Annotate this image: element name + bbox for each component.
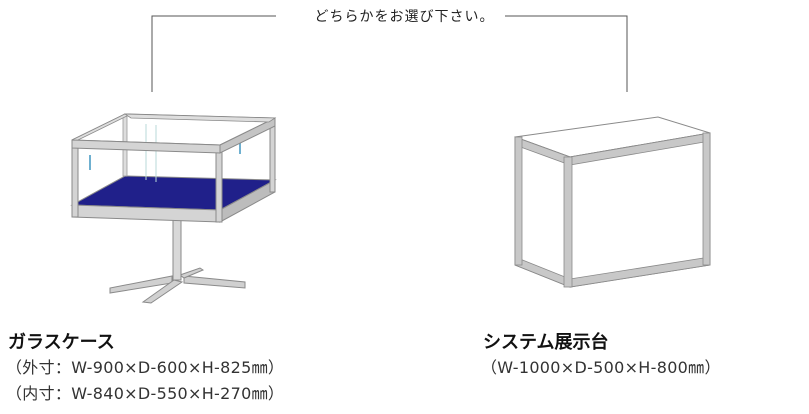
selection-prompt: どちらかをお選び下さい。 — [0, 6, 809, 26]
glass-case-name[interactable]: ガラスケース — [8, 332, 115, 353]
glass-case-inner-spec: （内寸：W-840×D-550×H-270㎜） — [6, 384, 285, 403]
selection-prompt-text: どちらかをお選び下さい。 — [304, 9, 505, 25]
glass-case-option[interactable] — [50, 110, 310, 310]
system-display-option[interactable] — [500, 115, 740, 305]
system-display-image — [514, 116, 711, 288]
system-display-name[interactable]: システム展示台 — [483, 332, 609, 353]
glass-case-image — [70, 113, 277, 304]
system-display-spec: （W-1000×D-500×H-800㎜） — [481, 358, 721, 377]
glass-case-outer-spec: （外寸：W-900×D-600×H-825㎜） — [6, 358, 285, 377]
glass-case-stand — [109, 219, 246, 304]
system-display-body — [514, 116, 711, 288]
selection-bracket — [151, 15, 628, 92]
glass-case-body — [70, 113, 277, 223]
